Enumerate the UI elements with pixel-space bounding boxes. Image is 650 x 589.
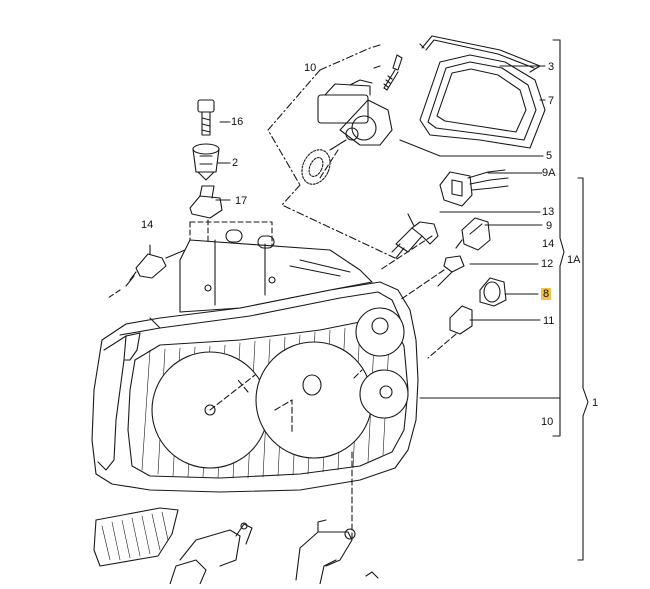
dash-14-left [107, 289, 121, 299]
callout-14-left: 14 [141, 219, 154, 231]
leader-lines [215, 65, 561, 399]
callout-3: 3 [548, 61, 555, 73]
callout-10-bottom: 10 [541, 416, 554, 428]
screw-top [383, 54, 403, 91]
callout-14-right: 14 [542, 238, 555, 250]
bracket-bottom-left [169, 522, 253, 585]
lens-piece [93, 507, 179, 567]
bracket-bottom-right [295, 519, 379, 585]
callout-1: 1 [592, 397, 599, 409]
callout-8-highlighted: 8 [541, 288, 552, 300]
bulb-holder-9 [455, 217, 491, 251]
connector-9a [439, 169, 509, 207]
callout-5: 5 [546, 150, 553, 162]
bulb-11 [427, 305, 473, 359]
callout-16: 16 [231, 116, 244, 128]
adjuster-motor [317, 79, 393, 151]
cover-frame [419, 54, 546, 149]
wire-clip [419, 35, 541, 73]
callout-17: 17 [235, 195, 248, 207]
dashed-leaders [319, 149, 445, 301]
callout-9a: 9A [542, 167, 556, 179]
callout-10-top: 10 [304, 62, 317, 74]
bulb-14-left [125, 253, 167, 287]
bracket-10-top [267, 44, 396, 259]
nut-17 [189, 185, 223, 219]
spreader-nut-2 [192, 143, 220, 181]
callout-2: 2 [232, 157, 239, 169]
callout-11: 11 [543, 315, 555, 327]
gear-washer [301, 149, 331, 185]
screw-16 [197, 99, 215, 136]
bulb-12 [437, 255, 465, 287]
callout-12: 12 [541, 258, 554, 270]
callout-7: 7 [548, 95, 555, 107]
leader-14-left [165, 249, 186, 259]
bulb-13 [391, 213, 439, 259]
socket-8 [479, 277, 507, 307]
housing-leaders [209, 369, 363, 541]
callout-1a: 1A [567, 254, 581, 266]
callout-9: 9 [546, 220, 553, 232]
right-brackets [552, 39, 589, 561]
headlight-housing [91, 229, 419, 493]
callout-13: 13 [542, 206, 555, 218]
